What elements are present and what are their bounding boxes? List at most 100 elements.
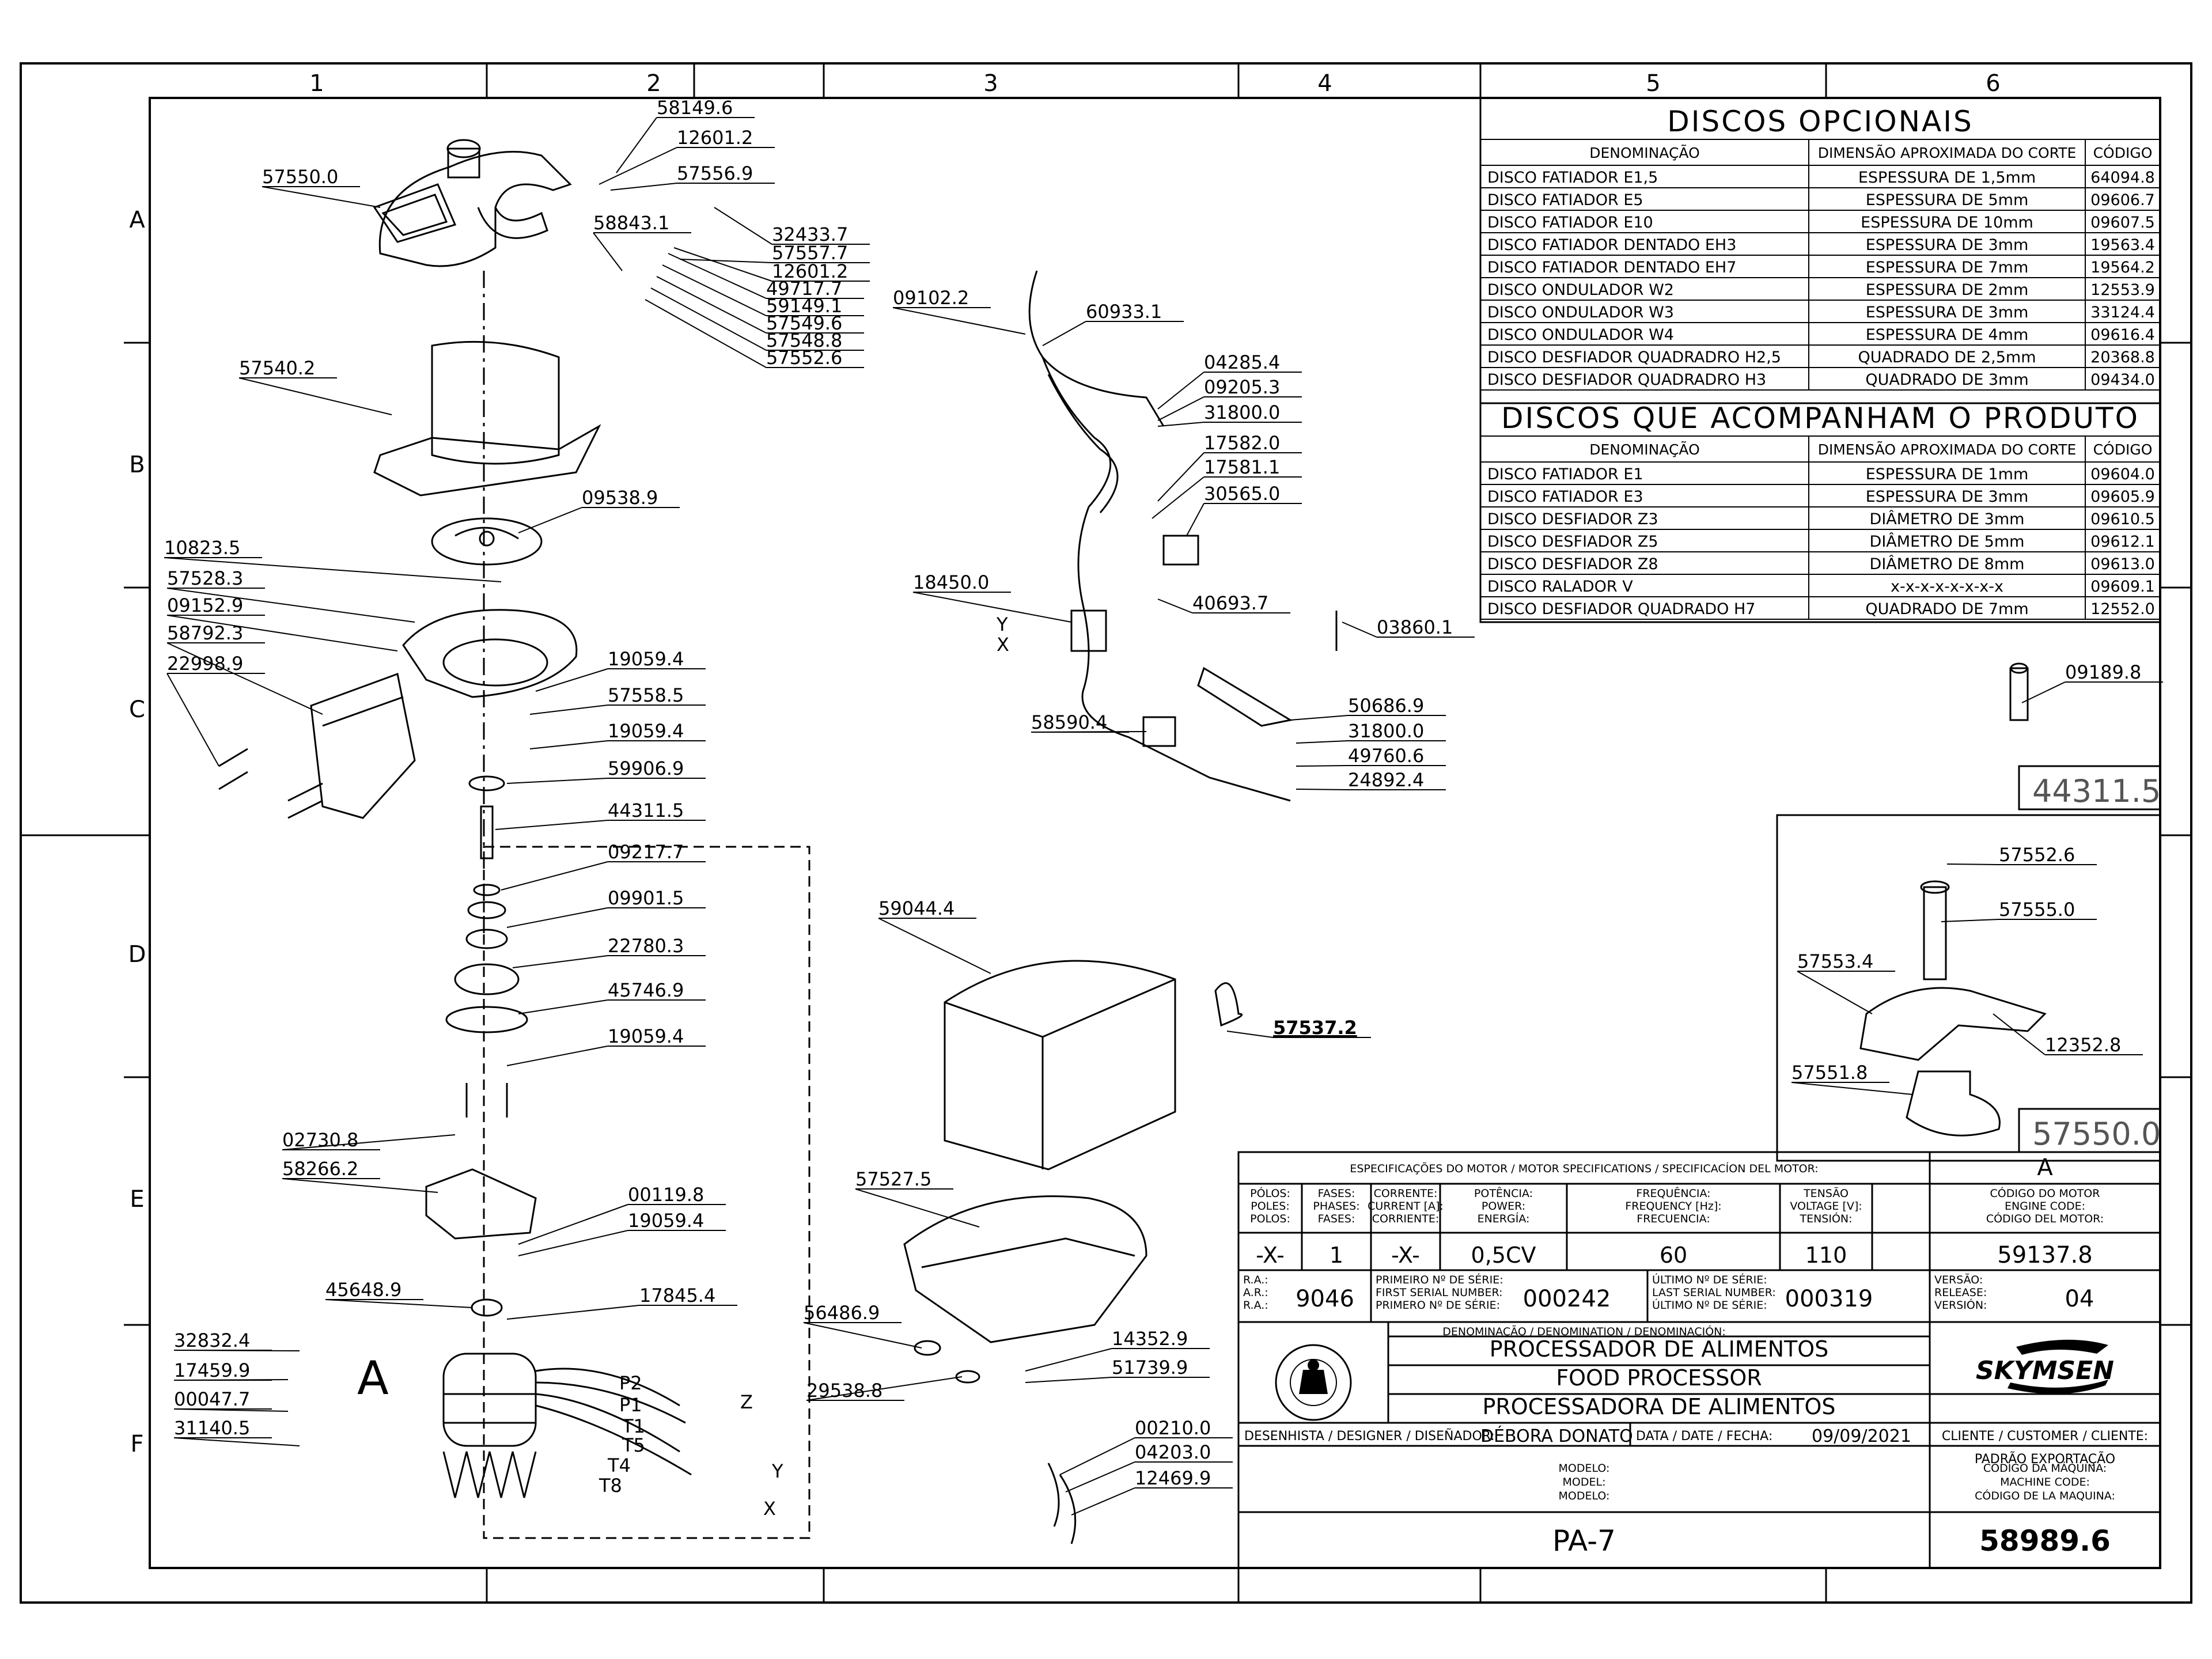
ra-value: 9046 — [1296, 1286, 1354, 1312]
leader-line — [173, 1437, 300, 1446]
leader-line — [803, 1322, 922, 1349]
leader-line — [166, 673, 219, 767]
table-header: CÓDIGO — [2093, 144, 2153, 161]
ra-labels: R.A.: — [1243, 1274, 1268, 1286]
part-label: 50686.9 — [1348, 695, 1424, 717]
leader-line — [173, 1408, 289, 1412]
spec-value: 60 — [1660, 1243, 1687, 1268]
spec-value: -X- — [1391, 1243, 1420, 1268]
pin-detail-code: 44311.5 — [2032, 773, 2161, 809]
part-label: 58590.4 — [1031, 711, 1107, 733]
part-label: 31140.5 — [174, 1417, 250, 1439]
leader-line — [529, 740, 608, 749]
spec-header: CORRENTE: — [1374, 1187, 1438, 1200]
model-label: MODEL: — [1563, 1476, 1606, 1488]
wire-end-letter: X — [763, 1498, 776, 1520]
table-cell-code: 09434.0 — [2090, 371, 2155, 389]
grid-column-label: 3 — [983, 70, 998, 97]
last-serial-label: ÚLTIMO Nº DE SÉRIE: — [1652, 1272, 1767, 1286]
wire-letter: P2 — [619, 1372, 642, 1394]
first-serial-label: PRIMEIRO Nº DE SÉRIE: — [1376, 1273, 1503, 1286]
table-cell-dimension: ESPESSURA DE 3mm — [1866, 488, 2029, 506]
leader-line — [1059, 1437, 1135, 1475]
table-cell-name: DISCO DESFIADOR Z3 — [1487, 510, 1658, 528]
table-cell-code: 19564.2 — [2090, 259, 2155, 276]
leader-line — [1226, 1031, 1274, 1038]
leader-line — [1342, 622, 1377, 638]
part-label: 57552.6 — [1999, 844, 2075, 866]
spec-header: ENERGÍA: — [1478, 1212, 1530, 1225]
wire-letter: T4 — [607, 1455, 631, 1476]
denomination-label: DENOMINAÇÃO / DENOMINATION / DENOMINACIÓ… — [1442, 1324, 1726, 1338]
spec-header: POLOS: — [1250, 1213, 1290, 1225]
leader-line — [645, 299, 767, 368]
grid-row-label: E — [130, 1186, 144, 1213]
leader-line — [238, 377, 392, 415]
last-serial-label: ÚLTIMO Nº DE SÉRIE: — [1652, 1298, 1767, 1312]
leader-line — [1797, 971, 1873, 1014]
table-header: DENOMINAÇÃO — [1589, 144, 1700, 161]
spec-value: -X- — [1256, 1243, 1285, 1268]
part-label: 29538.8 — [806, 1380, 882, 1402]
revision-letter: A — [2037, 1154, 2053, 1181]
part-label: 09189.8 — [2065, 661, 2141, 683]
leader-line — [166, 615, 398, 652]
product-name: PROCESSADORA DE ALIMENTOS — [1482, 1394, 1835, 1419]
leader-line — [1290, 715, 1349, 721]
part-label: 09102.2 — [893, 287, 969, 309]
part-label: 59906.9 — [608, 757, 684, 779]
part-label: 18450.0 — [913, 571, 989, 593]
client-value: PADRÃO EXPORTAÇÃO — [1975, 1451, 2115, 1467]
spec-value: 0,5CV — [1471, 1243, 1536, 1268]
product-name: FOOD PROCESSOR — [1556, 1365, 1762, 1391]
version-label: VERSIÓN: — [1934, 1298, 1987, 1312]
leader-line — [1296, 740, 1349, 744]
table-cell-name: DISCO DESFIADOR QUADRADRO H3 — [1487, 371, 1766, 389]
leader-line — [506, 778, 608, 784]
grid-row-label: F — [130, 1431, 143, 1457]
table-cell-code: 12552.0 — [2090, 600, 2155, 618]
part-label: 19059.4 — [608, 720, 684, 742]
part-label: 57548.8 — [766, 329, 842, 351]
part-label: 19059.4 — [628, 1210, 704, 1232]
leader-line — [1157, 452, 1205, 502]
part-label: 58792.3 — [167, 622, 243, 644]
date-value: 09/09/2021 — [1812, 1426, 1911, 1446]
grid-ticks — [124, 63, 2191, 1603]
wire-letter: T1 — [622, 1415, 645, 1437]
table-cell-dimension: ESPESSURA DE 7mm — [1866, 259, 2029, 276]
table-cell-code: 33124.4 — [2090, 304, 2155, 321]
part-label: 57550.0 — [262, 166, 338, 188]
wire-letter: T8 — [599, 1475, 622, 1497]
part-label: 57549.6 — [766, 312, 842, 334]
leader-line — [501, 861, 608, 891]
table-cell-dimension: QUADRADO DE 2,5mm — [1858, 349, 2036, 366]
leader-line — [912, 592, 1072, 623]
table-cell-code: 20368.8 — [2090, 349, 2155, 366]
part-label: 04203.0 — [1135, 1441, 1211, 1463]
leader-line — [1152, 476, 1205, 519]
part-label: 57555.0 — [1999, 899, 2075, 921]
leader-line — [518, 507, 582, 533]
grid-column-label: 6 — [1986, 70, 2000, 97]
designer-label: DESENHISTA / DESIGNER / DISEÑADOR: — [1244, 1428, 1495, 1444]
part-label: 51739.9 — [1112, 1357, 1188, 1378]
part-label: 57553.4 — [1797, 950, 1873, 972]
table-cell-dimension: ESPESSURA DE 5mm — [1866, 191, 2029, 209]
table-cell-dimension: DIÂMETRO DE 8mm — [1870, 555, 2025, 573]
table-cell-name: DISCO DESFIADOR Z5 — [1487, 533, 1658, 551]
table-cell-name: DISCO ONDULADOR W2 — [1487, 281, 1674, 299]
spec-header: FRECUENCIA: — [1637, 1213, 1710, 1225]
part-label: 58843.1 — [593, 212, 669, 234]
leader-line — [518, 1204, 628, 1245]
leader-line — [506, 907, 608, 928]
part-label: 57528.3 — [167, 567, 243, 589]
part-label: 31800.0 — [1204, 402, 1280, 423]
spec-header: CORRIENTE: — [1372, 1213, 1439, 1225]
motor-spec-title: ESPECIFICAÇÕES DO MOTOR / MOTOR SPECIFIC… — [1350, 1162, 1818, 1175]
leader-line — [164, 557, 502, 582]
leader-line — [282, 1178, 438, 1193]
part-label: 12469.9 — [1135, 1467, 1211, 1489]
